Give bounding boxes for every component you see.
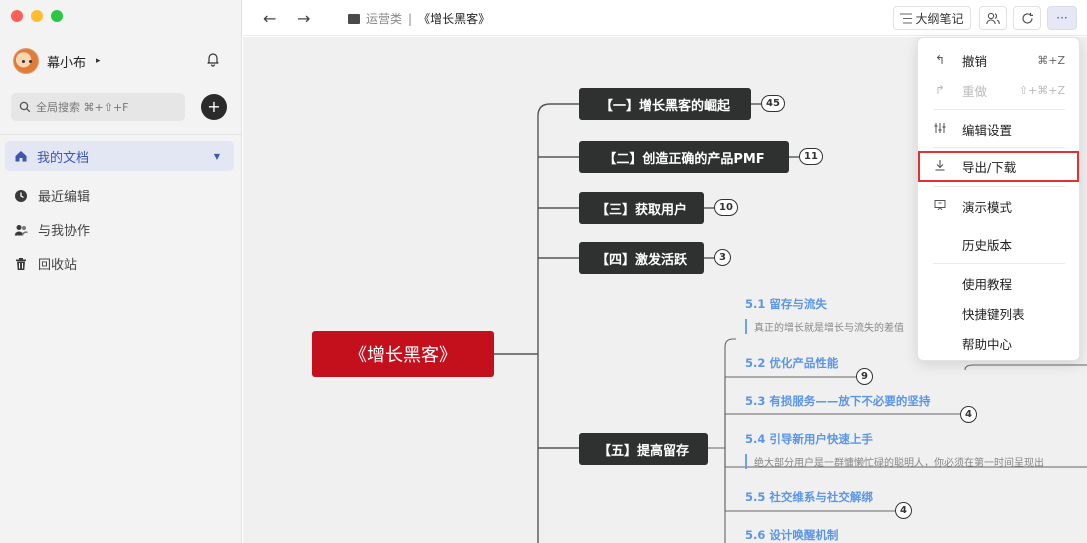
- forward-arrow-icon[interactable]: →: [297, 9, 311, 28]
- user-menu[interactable]: 幕小布 ▸: [13, 48, 101, 74]
- global-search-input[interactable]: 全局搜索 ⌘+⇧+F: [11, 93, 185, 121]
- undo-icon: ↰: [934, 53, 946, 67]
- avatar: [13, 48, 39, 74]
- sub-topic[interactable]: 5.6 设计唤醒机制: [745, 528, 839, 542]
- sidebar-item-collaboration[interactable]: 与我协作: [14, 220, 90, 239]
- sub-topic[interactable]: 5.1 留存与流失: [745, 297, 827, 311]
- window-controls: [11, 10, 63, 22]
- clock-icon: [15, 189, 27, 202]
- sliders-icon: [933, 122, 947, 137]
- child-count-badge[interactable]: 10: [714, 199, 738, 216]
- folder-icon: [348, 13, 360, 24]
- redo-icon: ↱: [934, 83, 946, 97]
- home-icon: [15, 151, 27, 162]
- sidebar-item-my-documents[interactable]: 我的文档 ▼: [5, 141, 234, 171]
- menu-shortcut: ⌘+Z: [1037, 53, 1065, 67]
- menu-item-undo[interactable]: ↰ 撤销 ⌘+Z: [918, 46, 1081, 74]
- menu-item-label: 演示模式: [962, 199, 1013, 215]
- search-placeholder: 全局搜索 ⌘+⇧+F: [36, 101, 129, 114]
- breadcrumb: 运营类 | 《增长黑客》: [348, 10, 490, 27]
- search-icon: [19, 101, 31, 113]
- divider: [0, 134, 242, 135]
- sidebar-item-label: 最近编辑: [38, 190, 91, 205]
- menu-item-label: 历史版本: [962, 237, 1013, 253]
- sub-topic[interactable]: 5.4 引导新用户快速上手: [745, 432, 873, 446]
- trash-icon: [16, 257, 26, 270]
- menu-divider: [933, 263, 1065, 264]
- menu-item-label: 编辑设置: [962, 122, 1013, 138]
- menu-item-presentation[interactable]: 演示模式: [918, 192, 1081, 220]
- users-icon: [14, 224, 28, 236]
- branch-node[interactable]: 【五】提高留存: [579, 433, 708, 465]
- breadcrumb-document: 《增长黑客》: [418, 12, 491, 26]
- menu-item-label: 使用教程: [962, 276, 1013, 292]
- download-icon: [933, 159, 947, 174]
- zoom-window-button[interactable]: [51, 10, 63, 22]
- menu-item-shortcuts[interactable]: 快捷键列表: [918, 299, 1081, 327]
- refresh-icon: [1021, 12, 1033, 24]
- more-icon: ···: [1056, 11, 1068, 25]
- menu-item-redo[interactable]: ↱ 重做 ⇧+⌘+Z: [918, 76, 1081, 104]
- topic-note[interactable]: 绝大部分用户是一群慵懒忙碌的聪明人，你必须在第一时间呈现出: [745, 454, 1044, 469]
- present-icon: [933, 199, 947, 214]
- menu-item-label: 快捷键列表: [962, 306, 1025, 322]
- more-options-button[interactable]: ···: [1047, 6, 1077, 30]
- menu-item-label: 重做: [962, 83, 988, 99]
- sidebar-item-recent[interactable]: 最近编辑: [14, 186, 90, 205]
- menu-divider: [933, 186, 1065, 187]
- sidebar-item-label: 与我协作: [38, 224, 91, 239]
- menu-shortcut: ⇧+⌘+Z: [1018, 83, 1065, 97]
- top-toolbar: ← → 运营类 | 《增长黑客》 大纲笔记 ···: [243, 0, 1087, 36]
- sub-topic[interactable]: 5.5 社交维系与社交解绑: [745, 490, 873, 504]
- close-window-button[interactable]: [11, 10, 23, 22]
- child-count-badge[interactable]: 9: [856, 368, 873, 385]
- collaborate-button[interactable]: [979, 6, 1007, 30]
- collaborators-icon: [986, 12, 1000, 24]
- user-name: 幕小布: [47, 55, 87, 71]
- branch-node[interactable]: 【二】创造正确的产品PMF: [579, 141, 789, 173]
- child-count-badge[interactable]: 4: [895, 502, 912, 519]
- menu-item-help-center[interactable]: 帮助中心: [918, 329, 1081, 357]
- child-count-badge[interactable]: 11: [799, 148, 823, 165]
- menu-divider: [933, 109, 1065, 110]
- branch-node[interactable]: 【一】增长黑客的崛起: [579, 88, 751, 120]
- menu-item-history[interactable]: 历史版本: [918, 230, 1081, 258]
- sub-topic[interactable]: 5.3 有损服务——放下不必要的坚持: [745, 394, 931, 408]
- breadcrumb-separator: |: [408, 11, 413, 26]
- sidebar-item-trash[interactable]: 回收站: [14, 254, 77, 273]
- branch-node[interactable]: 【四】激发活跃: [579, 242, 704, 274]
- branch-node[interactable]: 【三】获取用户: [579, 192, 704, 224]
- child-count-badge[interactable]: 3: [714, 249, 731, 266]
- menu-divider: [933, 147, 1065, 148]
- sidebar-item-label: 回收站: [38, 258, 78, 273]
- list-icon: [900, 13, 913, 23]
- menu-item-label: 帮助中心: [962, 336, 1013, 352]
- topic-note[interactable]: 真正的增长就是增长与流失的差值: [745, 319, 904, 334]
- more-options-menu: ↰ 撤销 ⌘+Z ↱ 重做 ⇧+⌘+Z 编辑设置: [917, 37, 1080, 361]
- sidebar-item-label: 我的文档: [37, 150, 90, 166]
- sub-topic[interactable]: 5.2 优化产品性能: [745, 356, 839, 370]
- menu-item-tutorial[interactable]: 使用教程: [918, 269, 1081, 297]
- child-count-badge[interactable]: 4: [960, 406, 977, 423]
- breadcrumb-folder[interactable]: 运营类: [366, 12, 403, 26]
- outline-notes-button[interactable]: 大纲笔记: [893, 6, 971, 30]
- menu-item-edit-settings[interactable]: 编辑设置: [918, 115, 1081, 143]
- sidebar: 幕小布 ▸ 全局搜索 ⌘+⇧+F + 我的文档 ▼ 最近编辑: [0, 0, 242, 543]
- minimize-window-button[interactable]: [31, 10, 43, 22]
- menu-item-label: 撤销: [962, 53, 988, 69]
- back-arrow-icon[interactable]: ←: [263, 9, 277, 28]
- menu-item-label: 导出/下载: [962, 160, 1017, 175]
- new-document-button[interactable]: +: [201, 94, 227, 120]
- refresh-button[interactable]: [1013, 6, 1041, 30]
- caret-right-icon: ▸: [96, 56, 101, 66]
- menu-item-export-download[interactable]: 导出/下载: [918, 151, 1079, 182]
- outline-notes-label: 大纲笔记: [915, 11, 964, 26]
- bell-icon[interactable]: [205, 51, 221, 67]
- chevron-down-icon[interactable]: ▼: [213, 152, 220, 161]
- root-node[interactable]: 《增长黑客》: [312, 331, 494, 377]
- child-count-badge[interactable]: 45: [761, 95, 785, 112]
